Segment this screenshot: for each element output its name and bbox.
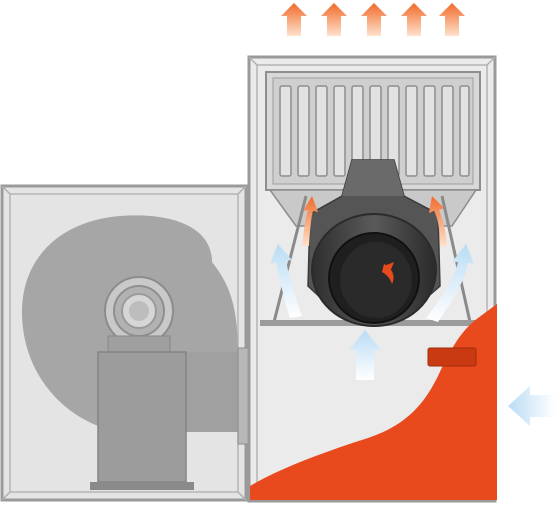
fan-hub <box>104 276 174 346</box>
hot-air-arrow-icon <box>361 3 387 36</box>
heated-air-arrows <box>302 196 447 246</box>
flame-icon <box>382 262 394 284</box>
exchanger-fins <box>279 85 470 177</box>
fan-section <box>0 184 248 502</box>
burner-drum <box>311 213 437 327</box>
hot-air-arrow-icon <box>281 3 307 36</box>
orange-base-panel <box>250 304 497 500</box>
hot-air-arrow-icon <box>429 196 447 246</box>
cool-air-arrow-icon <box>349 330 381 380</box>
cool-air-inlet-arrow-icon <box>508 386 555 426</box>
cool-air-arrows <box>270 244 555 426</box>
cool-air-arrow-icon <box>270 244 302 318</box>
hot-air-arrow-icon <box>321 3 347 36</box>
heater-cabinet <box>247 55 497 503</box>
motor-pedestal <box>97 351 187 483</box>
cool-air-arrow-icon <box>426 244 474 322</box>
control-box <box>427 347 477 367</box>
hot-air-arrow-icon <box>401 3 427 36</box>
hot-air-arrow-icon <box>302 196 318 246</box>
hot-air-outlet-arrows <box>281 3 465 36</box>
hot-air-arrow-icon <box>439 3 465 36</box>
